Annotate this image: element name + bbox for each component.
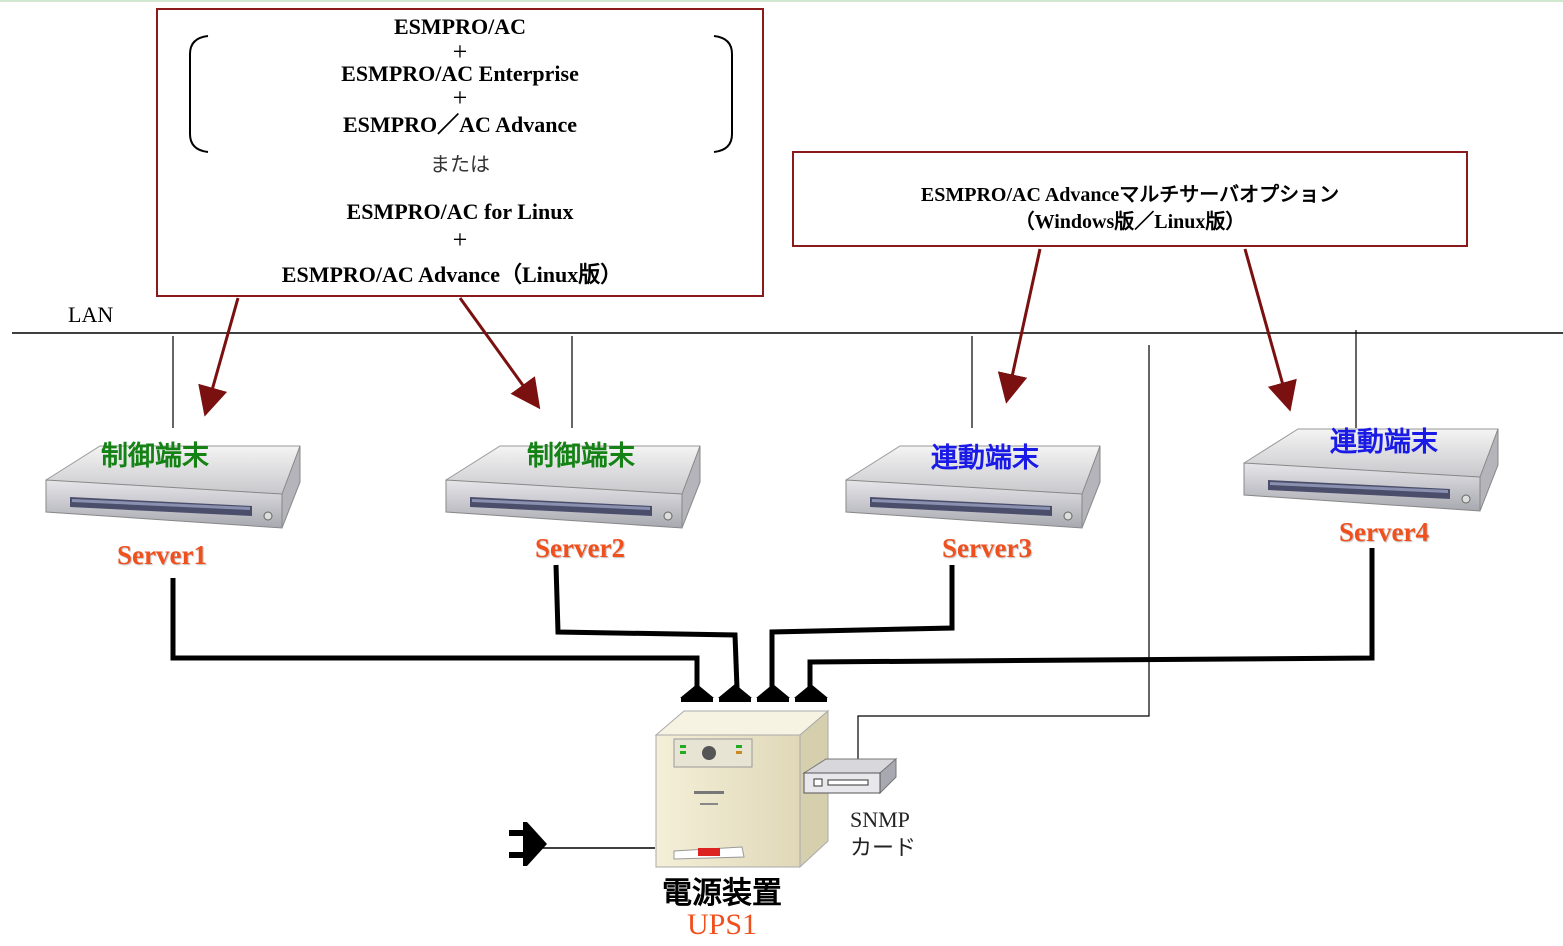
product-esmpro-ac-advance: ESMPRO／AC Advance [343,107,577,139]
arrow-to-server1 [207,298,238,408]
right-bracket-icon [710,34,734,154]
product-multiserver-option: ESMPRO/AC Advanceマルチサーバオプション [921,178,1339,207]
plus-sign-1: + [453,42,468,62]
left-bracket-icon [188,34,212,154]
server1-role: 制御端末 [101,434,209,473]
product-multiserver-versions: （Windows版／Linux版） [1015,205,1246,234]
server4-name: Server4 [1339,517,1429,548]
snmp-label-line1: SNMP [850,806,916,834]
arrow-to-server2 [460,298,535,402]
power-cable-server2 [556,565,737,688]
plus-sign-3: + [453,230,468,250]
snmp-card-label: SNMP カード [850,806,916,862]
server2-name: Server2 [535,533,625,564]
ups-outlets [680,684,828,702]
snmp-card-icon [800,755,900,800]
plus-sign-2: + [453,88,468,108]
server4-role: 連動端末 [1330,420,1438,459]
arrow-to-server3 [1008,249,1040,395]
ups-label: 電源装置 [662,868,782,912]
arrow-to-server4 [1245,249,1288,403]
or-text: または [430,148,490,177]
power-cable-server3 [772,565,952,688]
server2-role: 制御端末 [527,434,635,473]
snmp-label-line2: カード [850,834,916,862]
product-esmpro-ac-linux: ESMPRO/AC for Linux [347,199,574,225]
server3-name: Server3 [942,533,1032,564]
power-cable-server4 [810,548,1372,688]
server1-name: Server1 [117,540,207,571]
product-esmpro-ac-advance-linux: ESMPRO/AC Advance（Linux版） [282,257,622,289]
lan-label: LAN [68,302,113,328]
ups-name: UPS1 [687,908,757,942]
mains-plug-icon [505,820,550,868]
server3-role: 連動端末 [931,436,1039,475]
